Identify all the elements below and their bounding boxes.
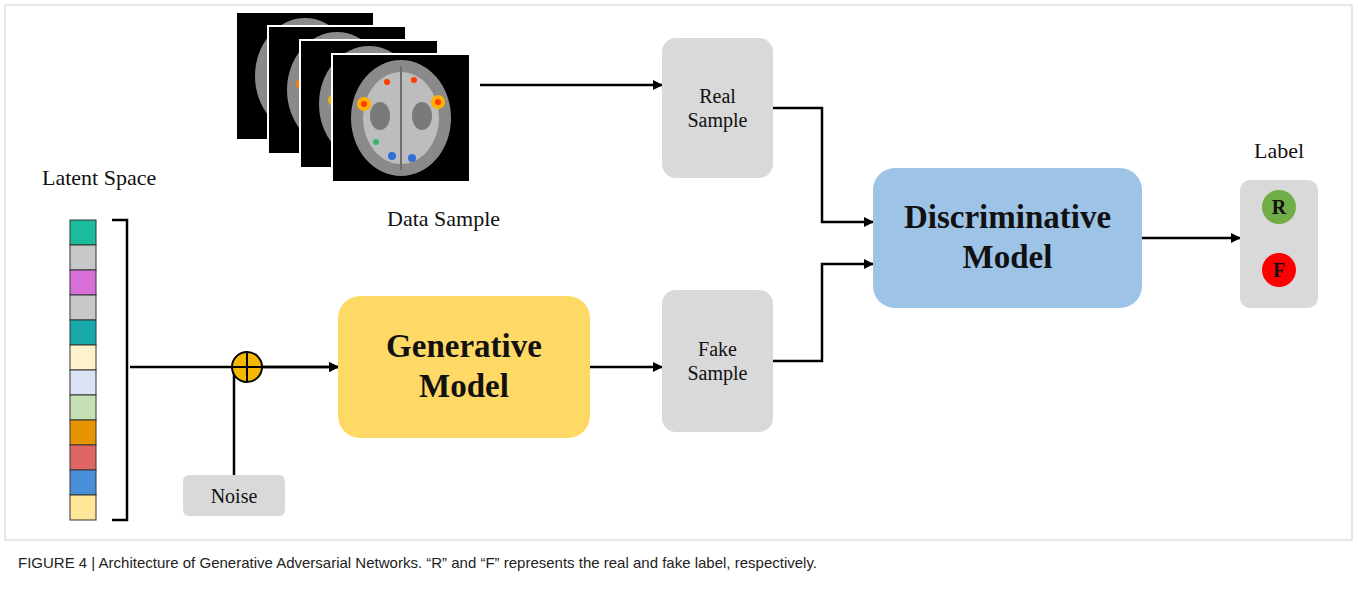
node-text: Generative Model xyxy=(350,327,578,406)
label-circle: F xyxy=(1262,253,1296,287)
node-text: Latent Space xyxy=(42,165,156,191)
figure-frame xyxy=(5,5,1352,540)
node-text: Label xyxy=(1254,138,1304,164)
flow-arrow xyxy=(590,366,662,369)
flow-arrow xyxy=(773,108,873,222)
image-sample: Data Sample xyxy=(232,10,480,232)
node-text: R xyxy=(1272,195,1286,219)
bracket xyxy=(112,220,127,520)
model-box: Generative Model xyxy=(338,296,590,438)
node-text: F xyxy=(1273,258,1285,282)
flow-arrow xyxy=(773,264,873,361)
latent-vector-node: Latent Space xyxy=(40,165,130,525)
node-text: Data Sample xyxy=(387,206,500,232)
node-text: Fake Sample xyxy=(678,337,758,385)
sample-box: Real Sample xyxy=(662,38,773,178)
sample-box: Fake Sample xyxy=(662,290,773,432)
node-text: Real Sample xyxy=(678,84,758,132)
sum-junction xyxy=(232,352,262,382)
node-text: Noise xyxy=(211,484,258,508)
label-circle: R xyxy=(1262,190,1296,224)
latent-vector xyxy=(70,220,96,520)
figure-caption: FIGURE 4 | Architecture of Generative Ad… xyxy=(18,554,817,571)
flow-arrow xyxy=(1142,237,1240,240)
model-box: Discriminative Model xyxy=(873,168,1142,308)
flow-arrow xyxy=(480,84,662,87)
input-box: Noise xyxy=(183,475,285,516)
flow-arrow xyxy=(234,367,338,475)
brain-slice-stack xyxy=(236,12,470,182)
label-box: LabelRF xyxy=(1240,180,1318,308)
node-text: Discriminative Model xyxy=(885,198,1130,277)
